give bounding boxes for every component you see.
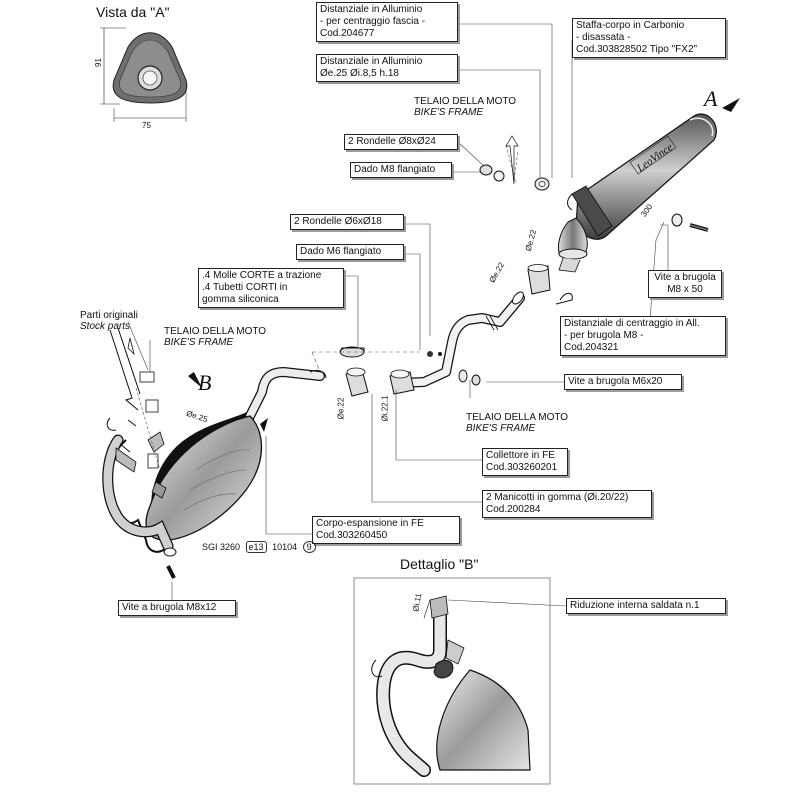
label-corpo-espansione: Corpo-espansione in FE Cod.303260450 — [312, 516, 460, 544]
upper-sleeve — [527, 264, 573, 305]
expansion-chamber — [102, 366, 327, 579]
view-a-endcap — [100, 27, 188, 122]
marker-b: B — [198, 370, 212, 395]
label-staffa-carbonio: Staffa-corpo in Carbonio - disassata - C… — [572, 18, 726, 58]
view-a-height-dim: 91 — [93, 58, 103, 67]
label-riduzione: Riduzione interna saldata n.1 — [566, 598, 726, 614]
label-distanziale-fascia: Distanziale in Alluminio - per centraggi… — [316, 2, 458, 42]
label-dado-m6: Dado M6 flangiato — [296, 244, 404, 260]
muffler-hardware — [479, 135, 709, 232]
label-dado-m8: Dado M8 flangiato — [350, 162, 452, 178]
view-a-width-dim: 75 — [142, 121, 151, 130]
frame-label-bottom: TELAIO DELLA MOTO BIKE'S FRAME — [466, 412, 569, 434]
label-rondelle-8: 2 Rondelle Ø8xØ24 — [344, 134, 458, 150]
label-collettore: Collettore in FE Cod.303260201 — [482, 448, 568, 476]
label-vite-m8x12: Vite a brugola M8x12 — [118, 600, 236, 616]
label-distanziale-centraggio: Distanziale di centraggio in All. - per … — [560, 316, 726, 356]
view-a-title: Vista da "A" — [96, 4, 170, 20]
frame-label-left: TELAIO DELLA MOTO BIKE'S FRAME — [164, 326, 267, 348]
label-manicotti: 2 Manicotti in gomma (Øi.20/22) Cod.2002… — [482, 490, 652, 518]
view-a-arrow — [722, 98, 740, 112]
label-distanziale-alluminio: Distanziale in Alluminio Øe.25 Øi.8,5 h.… — [316, 54, 458, 82]
marker-a: A — [704, 86, 718, 111]
detail-b-view — [353, 577, 567, 785]
label-rondelle-6: 2 Rondelle Ø6xØ18 — [290, 214, 404, 230]
dim-sleeve-external: Øe.22 — [336, 397, 346, 420]
stock-parts-pointers — [109, 327, 202, 471]
frame-label-top: TELAIO DELLA MOTO BIKE'S FRAME — [414, 96, 517, 118]
label-vite-m8x50: Vite a brugola M8 x 50 — [648, 270, 722, 298]
label-vite-m6x20: Vite a brugola M6x20 — [564, 374, 682, 390]
detail-b-title: Dettaglio "B" — [400, 556, 479, 572]
label-molle: .4 Molle CORTE a trazione .4 Tubetti COR… — [198, 268, 344, 308]
dim-sleeve-internal: Øi.22,1 — [380, 395, 390, 422]
muffler: LeoVince — [557, 113, 717, 273]
homologation-mark: SGI 3260 e13 10104 9 — [202, 541, 316, 553]
middle-sleeves — [311, 346, 481, 397]
collector-pipe — [397, 291, 525, 388]
stock-parts-label: Parti originali Stock parts — [80, 310, 138, 332]
